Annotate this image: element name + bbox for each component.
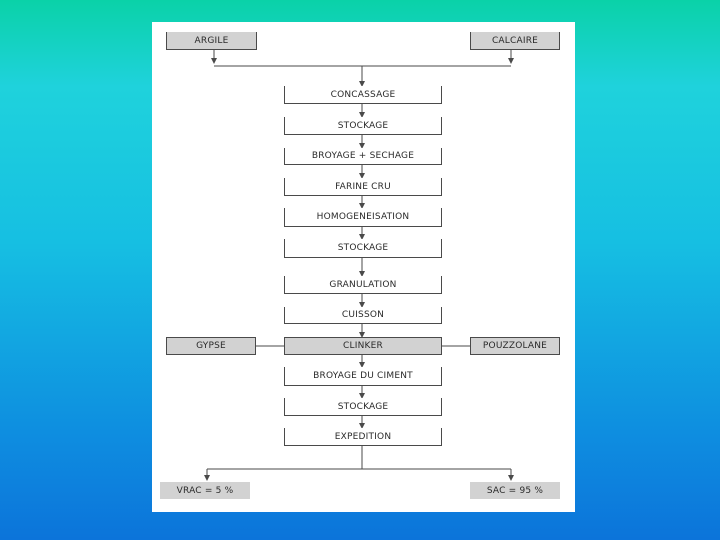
additive-gypse-box: GYPSE (166, 337, 256, 355)
step-farine-cru: FARINE CRU (284, 178, 442, 196)
step-broyage-ciment: BROYAGE DU CIMENT (284, 367, 442, 386)
additive-pouzzolane-box: POUZZOLANE (470, 337, 560, 355)
step-concassage: CONCASSAGE (284, 86, 442, 104)
step-stockage-2: STOCKAGE (284, 239, 442, 258)
flowchart-panel: ARGILE CALCAIRE CONCASSAGE STOCKAGE BROY… (152, 22, 575, 512)
input-calcaire-box: CALCAIRE (470, 32, 560, 50)
step-stockage-3: STOCKAGE (284, 398, 442, 416)
step-homogeneisation: HOMOGENEISATION (284, 208, 442, 227)
step-expedition: EXPEDITION (284, 428, 442, 446)
input-argile-box: ARGILE (166, 32, 257, 50)
step-cuisson: CUISSON (284, 307, 442, 324)
step-stockage-1: STOCKAGE (284, 117, 442, 135)
step-clinker: CLINKER (284, 337, 442, 355)
connector-lines (204, 50, 514, 481)
step-granulation: GRANULATION (284, 276, 442, 294)
output-sac-box: SAC = 95 % (470, 482, 560, 499)
output-vrac-box: VRAC = 5 % (160, 482, 250, 499)
step-broyage-sechage: BROYAGE + SECHAGE (284, 148, 442, 165)
